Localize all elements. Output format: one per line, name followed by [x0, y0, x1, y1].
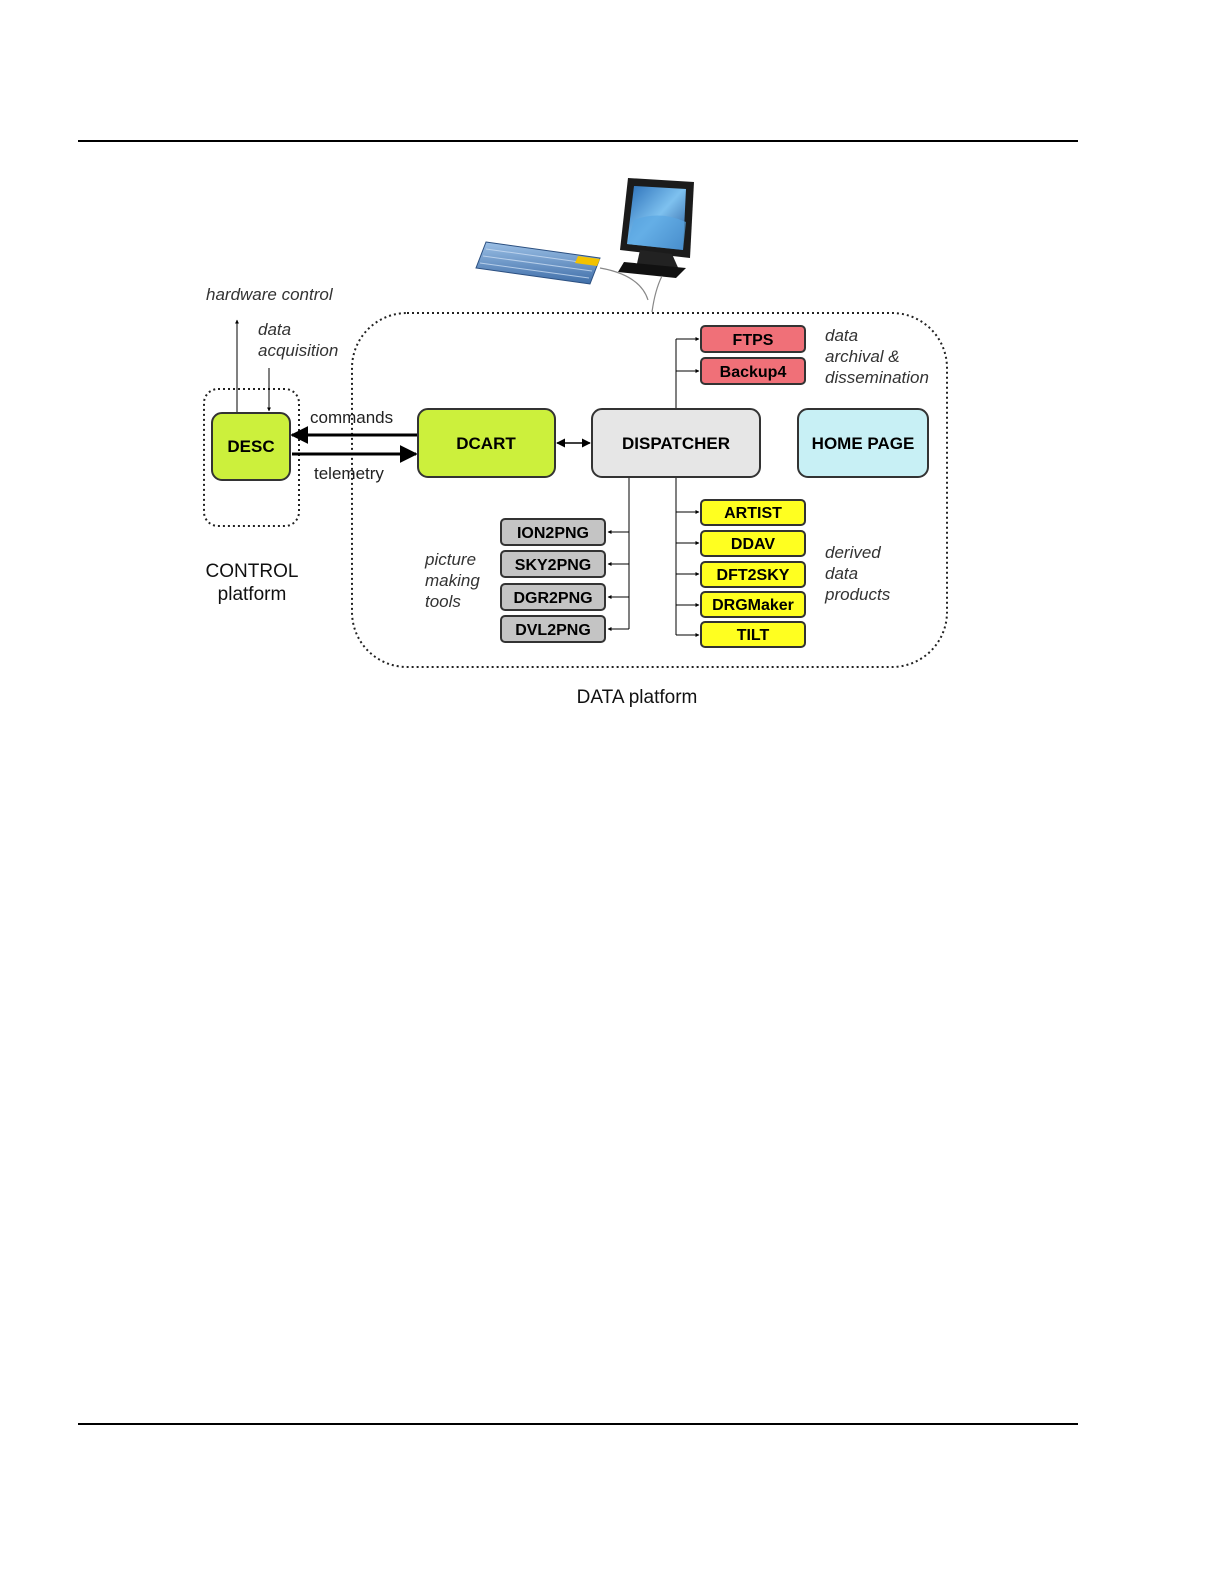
artist-label: ARTIST — [724, 505, 782, 522]
derived-products-label-2: data — [825, 564, 858, 583]
dft2sky-label: DFT2SKY — [717, 567, 790, 584]
data-acquisition-label-2: acquisition — [258, 341, 338, 360]
desc-label: DESC — [227, 437, 274, 456]
picture-tools-label-2: making — [425, 571, 480, 590]
archival-label-1: data — [825, 326, 858, 345]
dvl2png-label: DVL2PNG — [515, 622, 591, 639]
desc-box: DESC — [212, 413, 290, 480]
ftps-label: FTPS — [733, 332, 774, 349]
ion2png-label: ION2PNG — [517, 525, 589, 542]
drgmaker-box: DRGMaker — [701, 592, 805, 617]
derived-products-label-3: products — [824, 585, 891, 604]
hardware-control-label: hardware control — [206, 285, 334, 304]
ion2png-box: ION2PNG — [501, 519, 605, 545]
picture-tools-label-3: tools — [425, 592, 461, 611]
drgmaker-label: DRGMaker — [712, 597, 794, 614]
home-page-box: HOME PAGE — [798, 409, 928, 477]
telemetry-label: telemetry — [314, 464, 384, 483]
dispatcher-box: DISPATCHER — [592, 409, 760, 477]
system-architecture-diagram: DESC DCART DISPATCHER HOME PAGE FTPS Bac… — [0, 0, 1224, 760]
ddav-box: DDAV — [701, 531, 805, 556]
sky2png-label: SKY2PNG — [515, 557, 591, 574]
data-acquisition-label-1: data — [258, 320, 291, 339]
dcart-label: DCART — [456, 434, 516, 453]
commands-label: commands — [310, 408, 393, 427]
dgr2png-label: DGR2PNG — [513, 590, 592, 607]
workstation-icon — [476, 178, 694, 312]
bottom-rule — [78, 1423, 1078, 1425]
control-platform-label-1: CONTROL — [206, 561, 299, 582]
archival-label-2: archival & — [825, 347, 900, 366]
dcart-box: DCART — [418, 409, 555, 477]
artist-box: ARTIST — [701, 500, 805, 525]
dgr2png-box: DGR2PNG — [501, 584, 605, 610]
data-platform-label: DATA platform — [577, 687, 698, 708]
data-platform-boundary — [352, 313, 947, 667]
home-page-label: HOME PAGE — [812, 434, 915, 453]
dispatcher-label: DISPATCHER — [622, 434, 730, 453]
backup4-box: Backup4 — [701, 358, 805, 384]
archival-label-3: dissemination — [825, 368, 929, 387]
ddav-label: DDAV — [731, 536, 775, 553]
sky2png-box: SKY2PNG — [501, 551, 605, 577]
backup4-label: Backup4 — [720, 364, 787, 381]
derived-products-label-1: derived — [825, 543, 881, 562]
ftps-box: FTPS — [701, 326, 805, 352]
picture-tools-label-1: picture — [424, 550, 476, 569]
dvl2png-box: DVL2PNG — [501, 616, 605, 642]
tilt-box: TILT — [701, 622, 805, 647]
control-platform-label-2: platform — [218, 584, 287, 605]
tilt-label: TILT — [737, 627, 770, 644]
dft2sky-box: DFT2SKY — [701, 562, 805, 587]
